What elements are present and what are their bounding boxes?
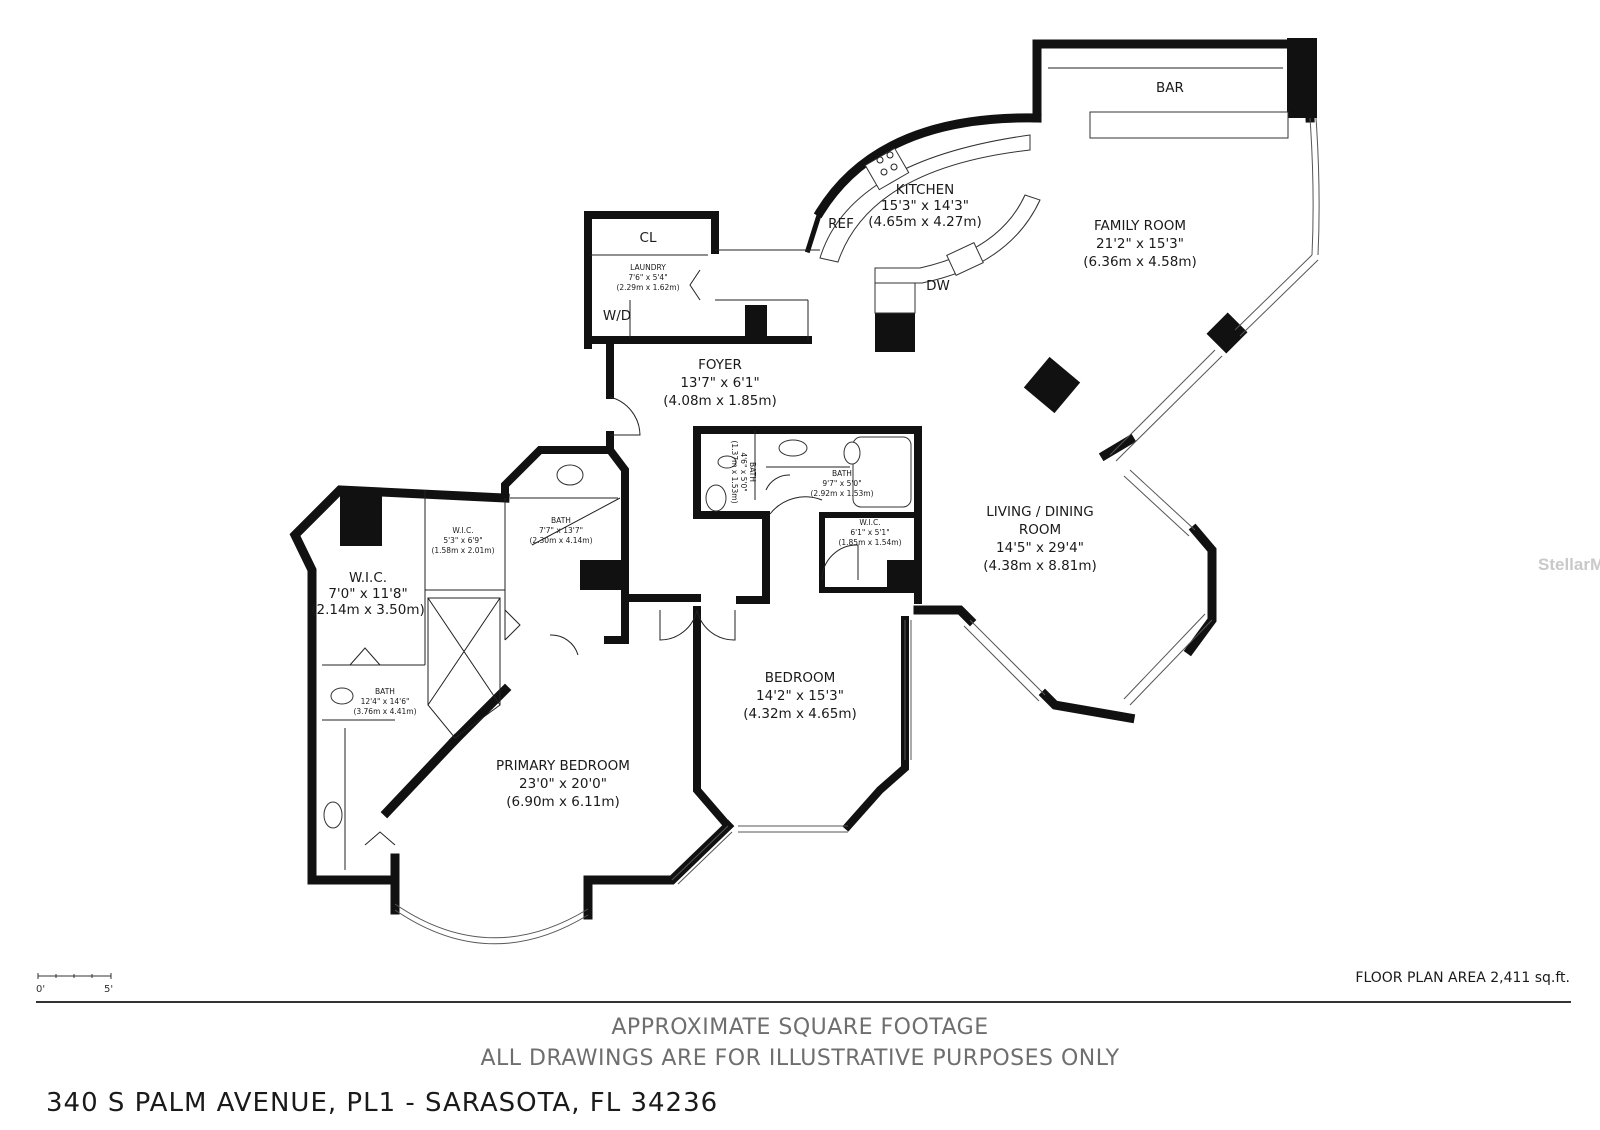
room-labels: BAR KITCHEN 15'3" x 14'3" (4.65m x 4.27m… xyxy=(311,80,1197,810)
fixtures xyxy=(322,67,1289,870)
primary-bath-dim-m: (2.30m x 4.14m) xyxy=(529,536,592,545)
family-room-name: FAMILY ROOM xyxy=(1094,218,1186,234)
living-dining-name: LIVING / DINING xyxy=(986,504,1093,520)
large-wic-dim-m: (2.14m x 3.50m) xyxy=(311,602,425,618)
walls xyxy=(289,38,1317,920)
refrigerator-label: REF xyxy=(828,216,854,232)
primary-bedroom-dim-ft: 23'0" x 20'0" xyxy=(519,776,607,792)
family-room-dim-m: (6.36m x 4.58m) xyxy=(1083,254,1197,270)
primary-bedroom-name: PRIMARY BEDROOM xyxy=(496,758,630,774)
divider xyxy=(36,1001,1571,1003)
guest-bath-dim-m: (2.92m x 1.53m) xyxy=(810,489,873,498)
scale-start-label: 0' xyxy=(36,984,45,995)
kitchen-dim-m: (4.65m x 4.27m) xyxy=(868,214,982,230)
bedroom-dim-ft: 14'2" x 15'3" xyxy=(756,688,844,704)
guest-wic-name: W.I.C. xyxy=(859,518,880,527)
half-bath-dim-ft: 4'6" x 5'0" xyxy=(739,452,748,491)
guest-wic-dim-ft: 6'1" x 5'1" xyxy=(850,528,889,537)
guest-wic-dim-m: (1.85m x 1.54m) xyxy=(838,538,901,547)
living-dining-dim-m: (4.38m x 8.81m) xyxy=(983,558,1097,574)
floor-plan: BAR KITCHEN 15'3" x 14'3" (4.65m x 4.27m… xyxy=(289,38,1320,945)
laundry-dim-m: (2.29m x 1.62m) xyxy=(616,283,679,292)
property-address: 340 S PALM AVENUE, PL1 - SARASOTA, FL 34… xyxy=(46,1088,719,1118)
windows xyxy=(394,117,1320,945)
dishwasher-label: DW xyxy=(926,278,950,294)
small-wic-dim-m: (1.58m x 2.01m) xyxy=(431,546,494,555)
primary-bath-name: BATH xyxy=(551,516,571,525)
watermark-logo: StellarMLS xyxy=(1538,555,1600,574)
half-bath-name: BATH xyxy=(748,462,757,482)
laundry-dim-ft: 7'6" x 5'4" xyxy=(628,273,667,282)
left-bath-dim-ft: 12'4" x 14'6" xyxy=(361,697,410,706)
guest-bath-dim-ft: 9'7" x 5'0" xyxy=(822,479,861,488)
bedroom-dim-m: (4.32m x 4.65m) xyxy=(743,706,857,722)
foyer-dim-ft: 13'7" x 6'1" xyxy=(680,375,759,391)
primary-bedroom-dim-m: (6.90m x 6.11m) xyxy=(506,794,620,810)
small-wic-name: W.I.C. xyxy=(452,526,473,535)
left-bath-name: BATH xyxy=(375,687,395,696)
bar-label: BAR xyxy=(1156,80,1184,96)
scale-bar: 0' 5' xyxy=(36,973,113,995)
kitchen-dim-ft: 15'3" x 14'3" xyxy=(881,198,969,214)
guest-bath-name: BATH xyxy=(832,469,852,478)
living-dining-name-2: ROOM xyxy=(1019,522,1061,538)
large-wic-dim-ft: 7'0" x 11'8" xyxy=(328,586,407,602)
scale-end-label: 5' xyxy=(104,984,113,995)
note-approx-footage: APPROXIMATE SQUARE FOOTAGE xyxy=(611,1015,989,1040)
note-illustrative: ALL DRAWINGS ARE FOR ILLUSTRATIVE PURPOS… xyxy=(480,1046,1120,1071)
small-wic-dim-ft: 5'3" x 6'9" xyxy=(443,536,482,545)
closet-label: CL xyxy=(640,230,657,246)
washer-dryer-label: W/D xyxy=(603,308,631,324)
family-room-dim-ft: 21'2" x 15'3" xyxy=(1096,236,1184,252)
left-bath-dim-m: (3.76m x 4.41m) xyxy=(353,707,416,716)
foyer-dim-m: (4.08m x 1.85m) xyxy=(663,393,777,409)
large-wic-name: W.I.C. xyxy=(349,570,387,586)
bedroom-name: BEDROOM xyxy=(765,670,835,686)
kitchen-name: KITCHEN xyxy=(896,182,955,198)
half-bath-dim-m: (1.37m x 1.53m) xyxy=(730,440,739,503)
floor-plan-area: FLOOR PLAN AREA 2,411 sq.ft. xyxy=(1355,970,1570,986)
laundry-name: LAUNDRY xyxy=(630,263,666,272)
primary-bath-dim-ft: 7'7" x 13'7" xyxy=(539,526,583,535)
foyer-name: FOYER xyxy=(698,357,742,373)
living-dining-dim-ft: 14'5" x 29'4" xyxy=(996,540,1084,556)
